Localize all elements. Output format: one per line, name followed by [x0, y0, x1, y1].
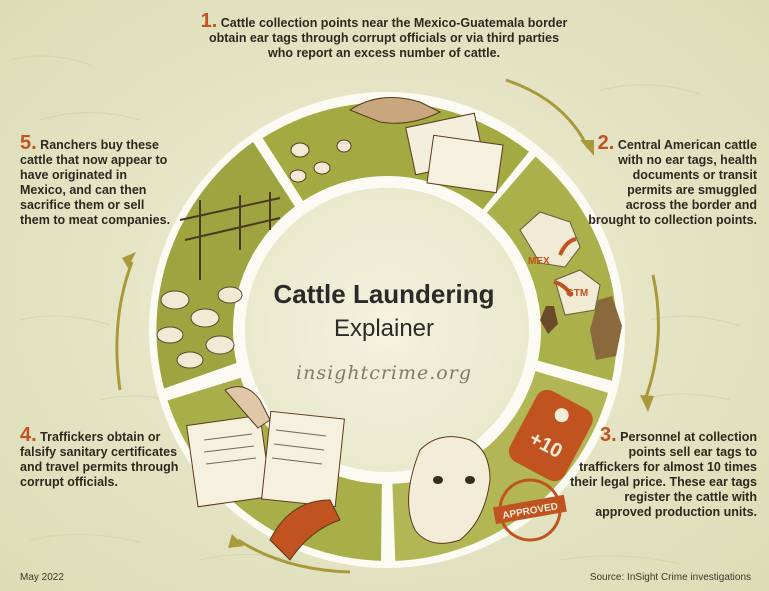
arrow-1-head-icon	[580, 140, 594, 156]
step-5-text: Ranchers buy these cattle that now appea…	[20, 138, 171, 227]
step-3-number: 3.	[599, 424, 617, 446]
step-3-text: Personnel at collection points sell ear …	[570, 430, 757, 519]
arrow-4-head-icon	[122, 252, 136, 268]
segment-2-panel	[477, 156, 617, 381]
step-1: 1. Cattle collection points near the Mex…	[195, 11, 573, 61]
segment-5-illustration	[156, 192, 281, 369]
step-4-text: Traffickers obtain or falsify sanitary c…	[20, 430, 179, 489]
step-3: 3. Personnel at collection points sell e…	[565, 425, 757, 520]
step-5: 5. Ranchers buy these cattle that now ap…	[20, 133, 175, 228]
diagram-subtitle: Explainer	[333, 315, 435, 342]
source-credit: Source: InSight Crime investigations	[589, 572, 751, 583]
arrow-2-head-icon	[640, 395, 654, 412]
segment-4-illustration	[186, 386, 345, 561]
segment-2-illustration: MEX GTM	[519, 211, 622, 360]
step-1-number: 1.	[200, 10, 218, 32]
step-2-number: 2.	[597, 132, 615, 154]
segment-3-illustration: +10 APPROVED	[408, 389, 593, 544]
step-4: 4. Traffickers obtain or falsify sanitar…	[20, 425, 192, 490]
arrow-2-to-3	[643, 274, 660, 401]
map-label-mex: MEX	[528, 256, 550, 267]
map-label-gtm: GTM	[566, 288, 588, 299]
publication-date: May 2022	[20, 572, 64, 583]
arrow-1-to-2	[505, 78, 590, 149]
flow-arrows	[115, 78, 660, 574]
step-2: 2. Central American cattle with no ear t…	[585, 133, 757, 228]
segment-5-panel	[156, 141, 301, 389]
ear-tag-icon	[508, 389, 593, 482]
arrow-3-to-4	[237, 538, 351, 574]
step-5-number: 5.	[20, 132, 37, 154]
segment-1-illustration	[289, 97, 504, 194]
arrow-4-to-5	[115, 261, 134, 391]
diagram-title: Cattle Laundering	[273, 279, 495, 309]
step-2-text: Central American cattle with no ear tags…	[588, 138, 757, 227]
arrow-3-head-icon	[228, 534, 244, 548]
site-name: insightcrime.org	[296, 362, 472, 384]
step-1-text: Cattle collection points near the Mexico…	[208, 16, 568, 60]
step-4-number: 4.	[20, 424, 37, 446]
